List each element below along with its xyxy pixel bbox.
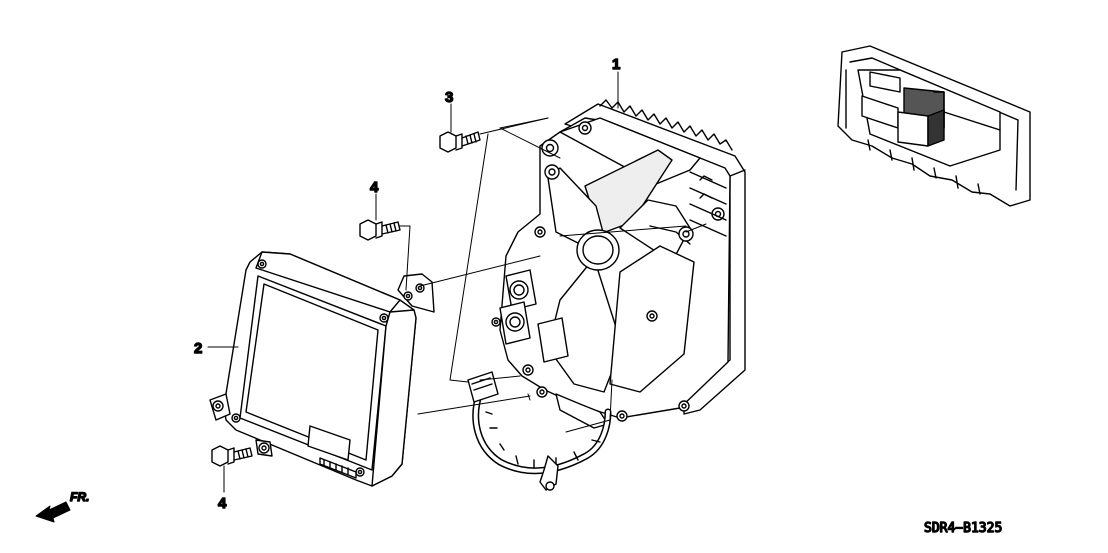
location-inset <box>837 45 1031 207</box>
callout-part-2: 2 <box>194 340 202 357</box>
callout-part-4-bottom: 4 <box>218 495 227 512</box>
part-3-bolt <box>439 131 481 153</box>
callout-part-3: 3 <box>445 89 453 106</box>
front-indicator: FR. <box>35 489 90 523</box>
terminal-sockets <box>499 269 537 345</box>
diagram-code: SDR4−B1325 <box>924 521 1002 536</box>
inset-highlighted-unit <box>897 87 945 147</box>
part-4-bolt-top <box>359 219 401 241</box>
mounting-bosses <box>491 121 725 422</box>
part-2-control-module <box>209 251 435 487</box>
leader-lines <box>207 71 707 493</box>
front-arrow-icon <box>35 501 71 523</box>
front-label: FR. <box>70 490 89 504</box>
callout-part-4-top: 4 <box>370 179 379 196</box>
wire-harness <box>467 371 612 491</box>
callout-part-1: 1 <box>612 56 620 73</box>
part-1-control-unit <box>491 99 746 429</box>
part-4-bolt-bottom <box>211 445 253 467</box>
